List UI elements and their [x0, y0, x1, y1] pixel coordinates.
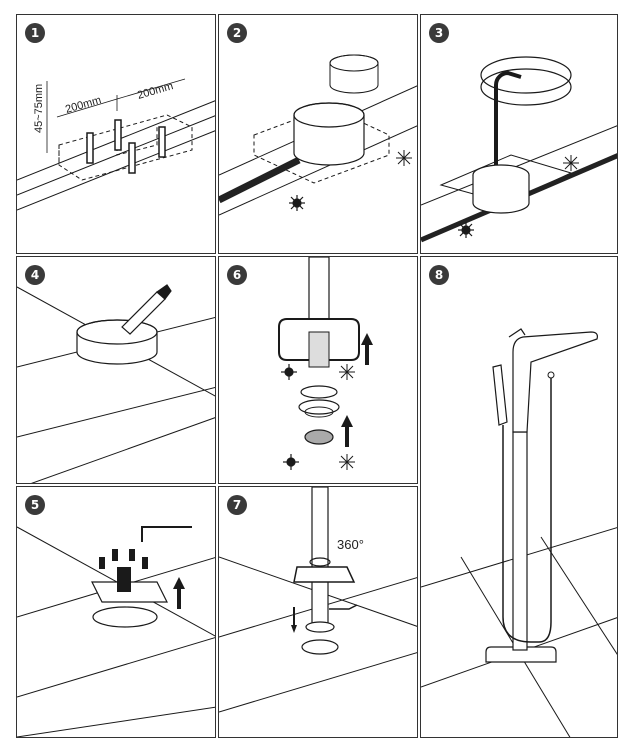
up-arrow-icon	[173, 577, 185, 609]
step-8-illustration	[421, 328, 617, 737]
cold-snowflake-icon	[339, 364, 355, 470]
step-6-illustration	[278, 257, 373, 470]
step-4-illustration	[17, 284, 215, 483]
step-number: 8	[434, 268, 444, 282]
step-2-panel: 2	[218, 14, 418, 254]
step-3-panel: 3	[420, 14, 618, 254]
step-1-illustration	[17, 78, 215, 211]
step-number: 4	[30, 268, 40, 282]
step-number: 5	[30, 498, 40, 512]
up-arrow-icon	[341, 333, 373, 447]
step-number-badge: 5	[25, 495, 45, 515]
step-number: 6	[232, 268, 242, 282]
step-number-badge: 3	[429, 23, 449, 43]
utility-knife-icon	[121, 284, 172, 335]
step-number-badge: 6	[227, 265, 247, 285]
step-number: 2	[232, 26, 242, 40]
step-1-panel: 200mm 200mm 45~75mm 1	[16, 14, 216, 254]
hex-key-icon	[329, 604, 358, 610]
step-number-badge: 4	[25, 265, 45, 285]
rotation-label: 360°	[337, 537, 364, 552]
step-number: 1	[30, 26, 40, 40]
step-number-badge: 8	[429, 265, 449, 285]
hex-key-icon	[141, 526, 192, 542]
cold-snowflake-icon	[563, 155, 579, 171]
step-number-badge: 2	[227, 23, 247, 43]
step-number: 7	[232, 498, 242, 512]
step-2-illustration	[219, 54, 417, 216]
step-4-panel: 4	[16, 256, 216, 484]
step-number-badge: 1	[25, 23, 45, 43]
step-number-badge: 7	[227, 495, 247, 515]
step-6-panel: 6	[218, 256, 418, 484]
step-5-panel: 5	[16, 486, 216, 738]
step-7-illustration	[219, 487, 417, 713]
warm-sun-icon	[289, 195, 305, 211]
warm-sun-icon	[281, 364, 299, 470]
step-8-panel: 8	[420, 256, 618, 738]
cold-snowflake-icon	[396, 150, 412, 166]
dimension-45-75mm: 45~75mm	[33, 83, 45, 133]
step-3-illustration	[421, 56, 617, 243]
warm-sun-icon	[458, 222, 474, 238]
step-7-panel: 360° 7	[218, 486, 418, 738]
step-5-illustration	[17, 526, 215, 737]
step-number: 3	[434, 26, 444, 40]
